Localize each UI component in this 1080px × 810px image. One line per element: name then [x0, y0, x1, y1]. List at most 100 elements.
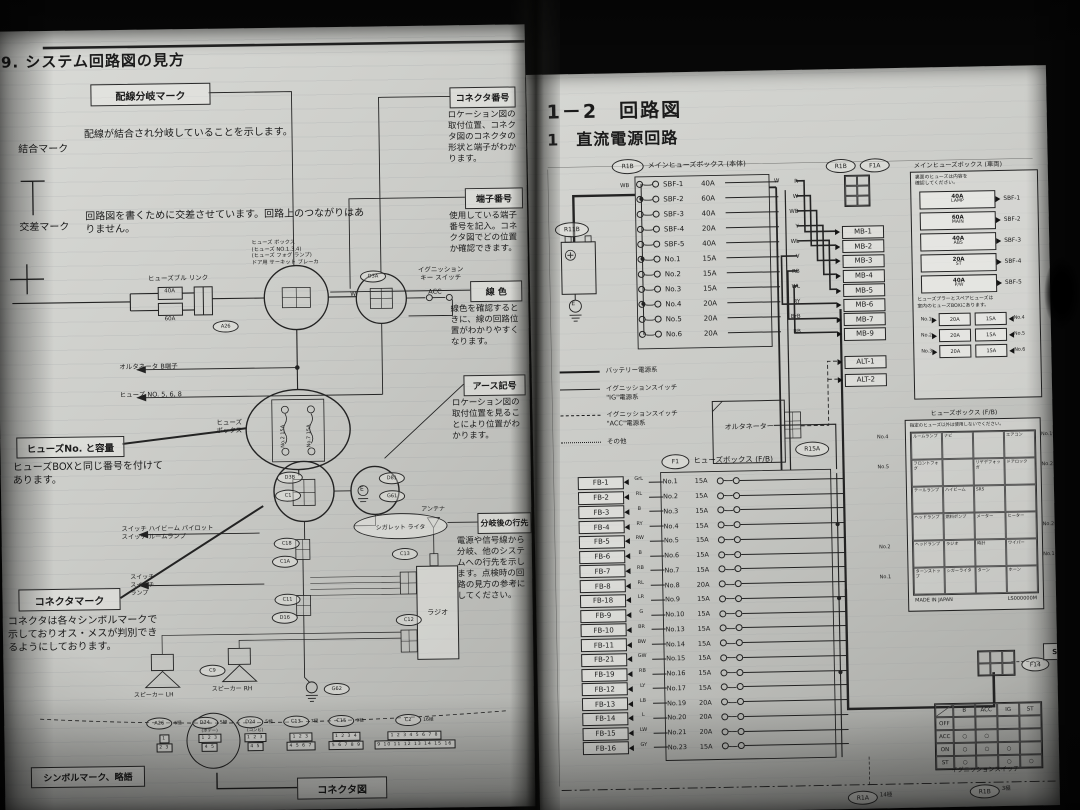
fuse-icon: [636, 225, 660, 233]
arrow-right-icon: [836, 287, 842, 294]
page-edge-shadow: [1044, 256, 1080, 330]
arrow-right-icon: [837, 377, 843, 384]
fuse-icon: [717, 506, 741, 514]
fuse-icon: [637, 255, 661, 263]
connector-id: C15: [328, 714, 355, 728]
connector-pin-grid-bottom: 4 5 6 7: [286, 741, 316, 751]
arrow-right-icon: [996, 279, 1003, 287]
fuse-icon: [720, 668, 744, 677]
arrow-right-icon: [836, 302, 842, 309]
fuse-icon: [717, 520, 741, 529]
right-page: 1－2 回路図 1 直流電源回路 R11B E WB W R1B メインヒューズ…: [525, 65, 1061, 810]
fuse-name: No.21: [667, 728, 687, 737]
spare-fuse-row: No.3 20A 15A No.6: [914, 342, 1040, 360]
fuse-name: No.4: [665, 299, 682, 308]
fuse-amp: 15A: [697, 609, 711, 618]
mb-row: MB-9: [836, 326, 887, 342]
fuse-name: No.14: [665, 639, 686, 649]
wire-color: RY: [636, 520, 643, 527]
connector-pin-grid-top: 1 2 3: [198, 733, 222, 743]
fuse-name: No.16: [666, 669, 686, 678]
main-fuse-row: No.6 20A RB: [638, 324, 801, 342]
ignition-contact: ○: [953, 742, 977, 756]
fuse7-label: No.7 15A: [306, 424, 313, 448]
panel-main-slots: 40A LAMP SBF-1 60A MAIN SBF-2: [911, 188, 1039, 295]
fb-output-box: FB-19: [581, 667, 628, 682]
panel-fb-title: ヒューズボックス (F/B): [930, 409, 998, 418]
wire-color: G: [639, 609, 644, 616]
fuse-icon: [718, 565, 742, 573]
fuse-amp: 20A: [703, 298, 718, 308]
wire-line: [740, 536, 845, 540]
ignition-switch-table: B ACC IG ST OFF ACC ○ ○ ON ○ ○ ○: [934, 701, 1044, 771]
fuse-40a-label: 40A: [164, 288, 176, 295]
fuse-name: No.13: [665, 624, 685, 634]
earth-e-label: E: [359, 485, 364, 493]
fuse-cell: ホーン: [1006, 565, 1038, 593]
fb-side-label: No.2: [879, 544, 891, 551]
connector-pin-count: 16極: [423, 717, 434, 723]
callout-fuse-no: ヒューズNo. と容量: [16, 435, 125, 459]
fuse-cell: フロントフォグ: [911, 458, 943, 487]
slot-sbf-label: SBF-2: [1003, 216, 1021, 223]
wire-line: [744, 743, 849, 747]
arrow-right-icon: [835, 273, 841, 280]
fuse-name: No.9: [664, 595, 681, 604]
fuse-amp: 15A: [695, 536, 709, 545]
legend-label: イグニッションスイッチ "ACC"電源系: [606, 409, 678, 428]
ignition-contact: ○: [975, 742, 999, 756]
ignition-contact: [997, 715, 1020, 730]
connector-pin-grid-bottom: 9 10 11 12 13 14 15 16: [374, 739, 456, 750]
alt-box: ALT-1: [844, 354, 887, 369]
battery-earth-label: E: [571, 300, 576, 308]
arrow-right-icon: [932, 349, 938, 356]
mb-box: MB-5: [843, 283, 886, 298]
made-in-japan: MADE IN JAPAN: [915, 596, 953, 604]
legend-row: その他: [561, 435, 711, 447]
fuse-cell: ハイビーム: [942, 485, 975, 513]
spare-fuse-box: 20A: [939, 344, 972, 359]
wire-color: WL: [790, 238, 800, 245]
slot-name: LAMP: [951, 199, 964, 205]
mb-row: MB-5: [836, 283, 886, 299]
branch-destination-desc: 電源や信号線から分岐、他のシステムへの行先を示します。点検時の回路の見方の参考に…: [456, 535, 526, 602]
wire-line: [744, 699, 849, 703]
fuse-amp: 20A: [699, 712, 713, 722]
mb-row: MB-4: [835, 268, 885, 284]
wire-color: LW: [639, 726, 648, 734]
callout-terminal-number: 端子番号: [464, 187, 524, 210]
fuse-amp: 15A: [698, 668, 712, 677]
connector-id: D34: [191, 716, 218, 730]
slot-name: P/W: [954, 283, 964, 289]
fuse-name: SBF-3: [663, 209, 684, 218]
legend-label: イグニッションスイッチ "IG"電源系: [605, 382, 678, 402]
fuse-amp: 20A: [699, 727, 713, 736]
fb-output-box: FB-21: [581, 653, 628, 667]
fuse-icon: [718, 594, 743, 603]
wire-color: L: [641, 712, 645, 719]
mb-box: MB-9: [843, 327, 887, 341]
wire-segment: [652, 673, 667, 675]
fb-output-box: FB-5: [578, 535, 626, 550]
bottom-ref-r1b-pins: 3極: [1001, 785, 1011, 793]
connector-number-desc: ロケーション図の取付位置、コネクタ図のコネクタの形状と端子がわかります。: [447, 109, 517, 165]
wire-color: RY: [793, 298, 801, 305]
earth-symbol-desc: ロケーション図の取付位置を見ることにより位置がわかります。: [451, 397, 521, 442]
wire-color: V: [795, 253, 800, 260]
fuse-name: No.23: [667, 742, 688, 752]
fuse-icon: [638, 300, 662, 308]
connector-pin-grid-bottom: 5 6 7 8 9: [328, 740, 365, 751]
callout-connector-figure: コネクタ図: [297, 776, 388, 800]
connector-pin-count: 7極: [310, 719, 319, 725]
terminal-number-desc: 使用している端子番号を記入。コネクタ図でどの位置か確認できます。: [449, 210, 518, 255]
connector-symbol: C2 16極 1 2 3 4 5 6 7 8 9 10 11 12 13 14 …: [374, 713, 456, 750]
wire-color: LB: [639, 697, 647, 704]
spare-fuse-box: 15A: [975, 344, 1008, 358]
fuse-amp: 40A: [701, 208, 716, 218]
arrow-right-icon: [834, 229, 841, 236]
wire-line: [743, 669, 848, 673]
wire-segment: [651, 599, 666, 601]
fuse-name: No.2: [664, 269, 681, 278]
wire-line: [741, 551, 846, 555]
ignition-row-name: OFF: [935, 716, 954, 731]
